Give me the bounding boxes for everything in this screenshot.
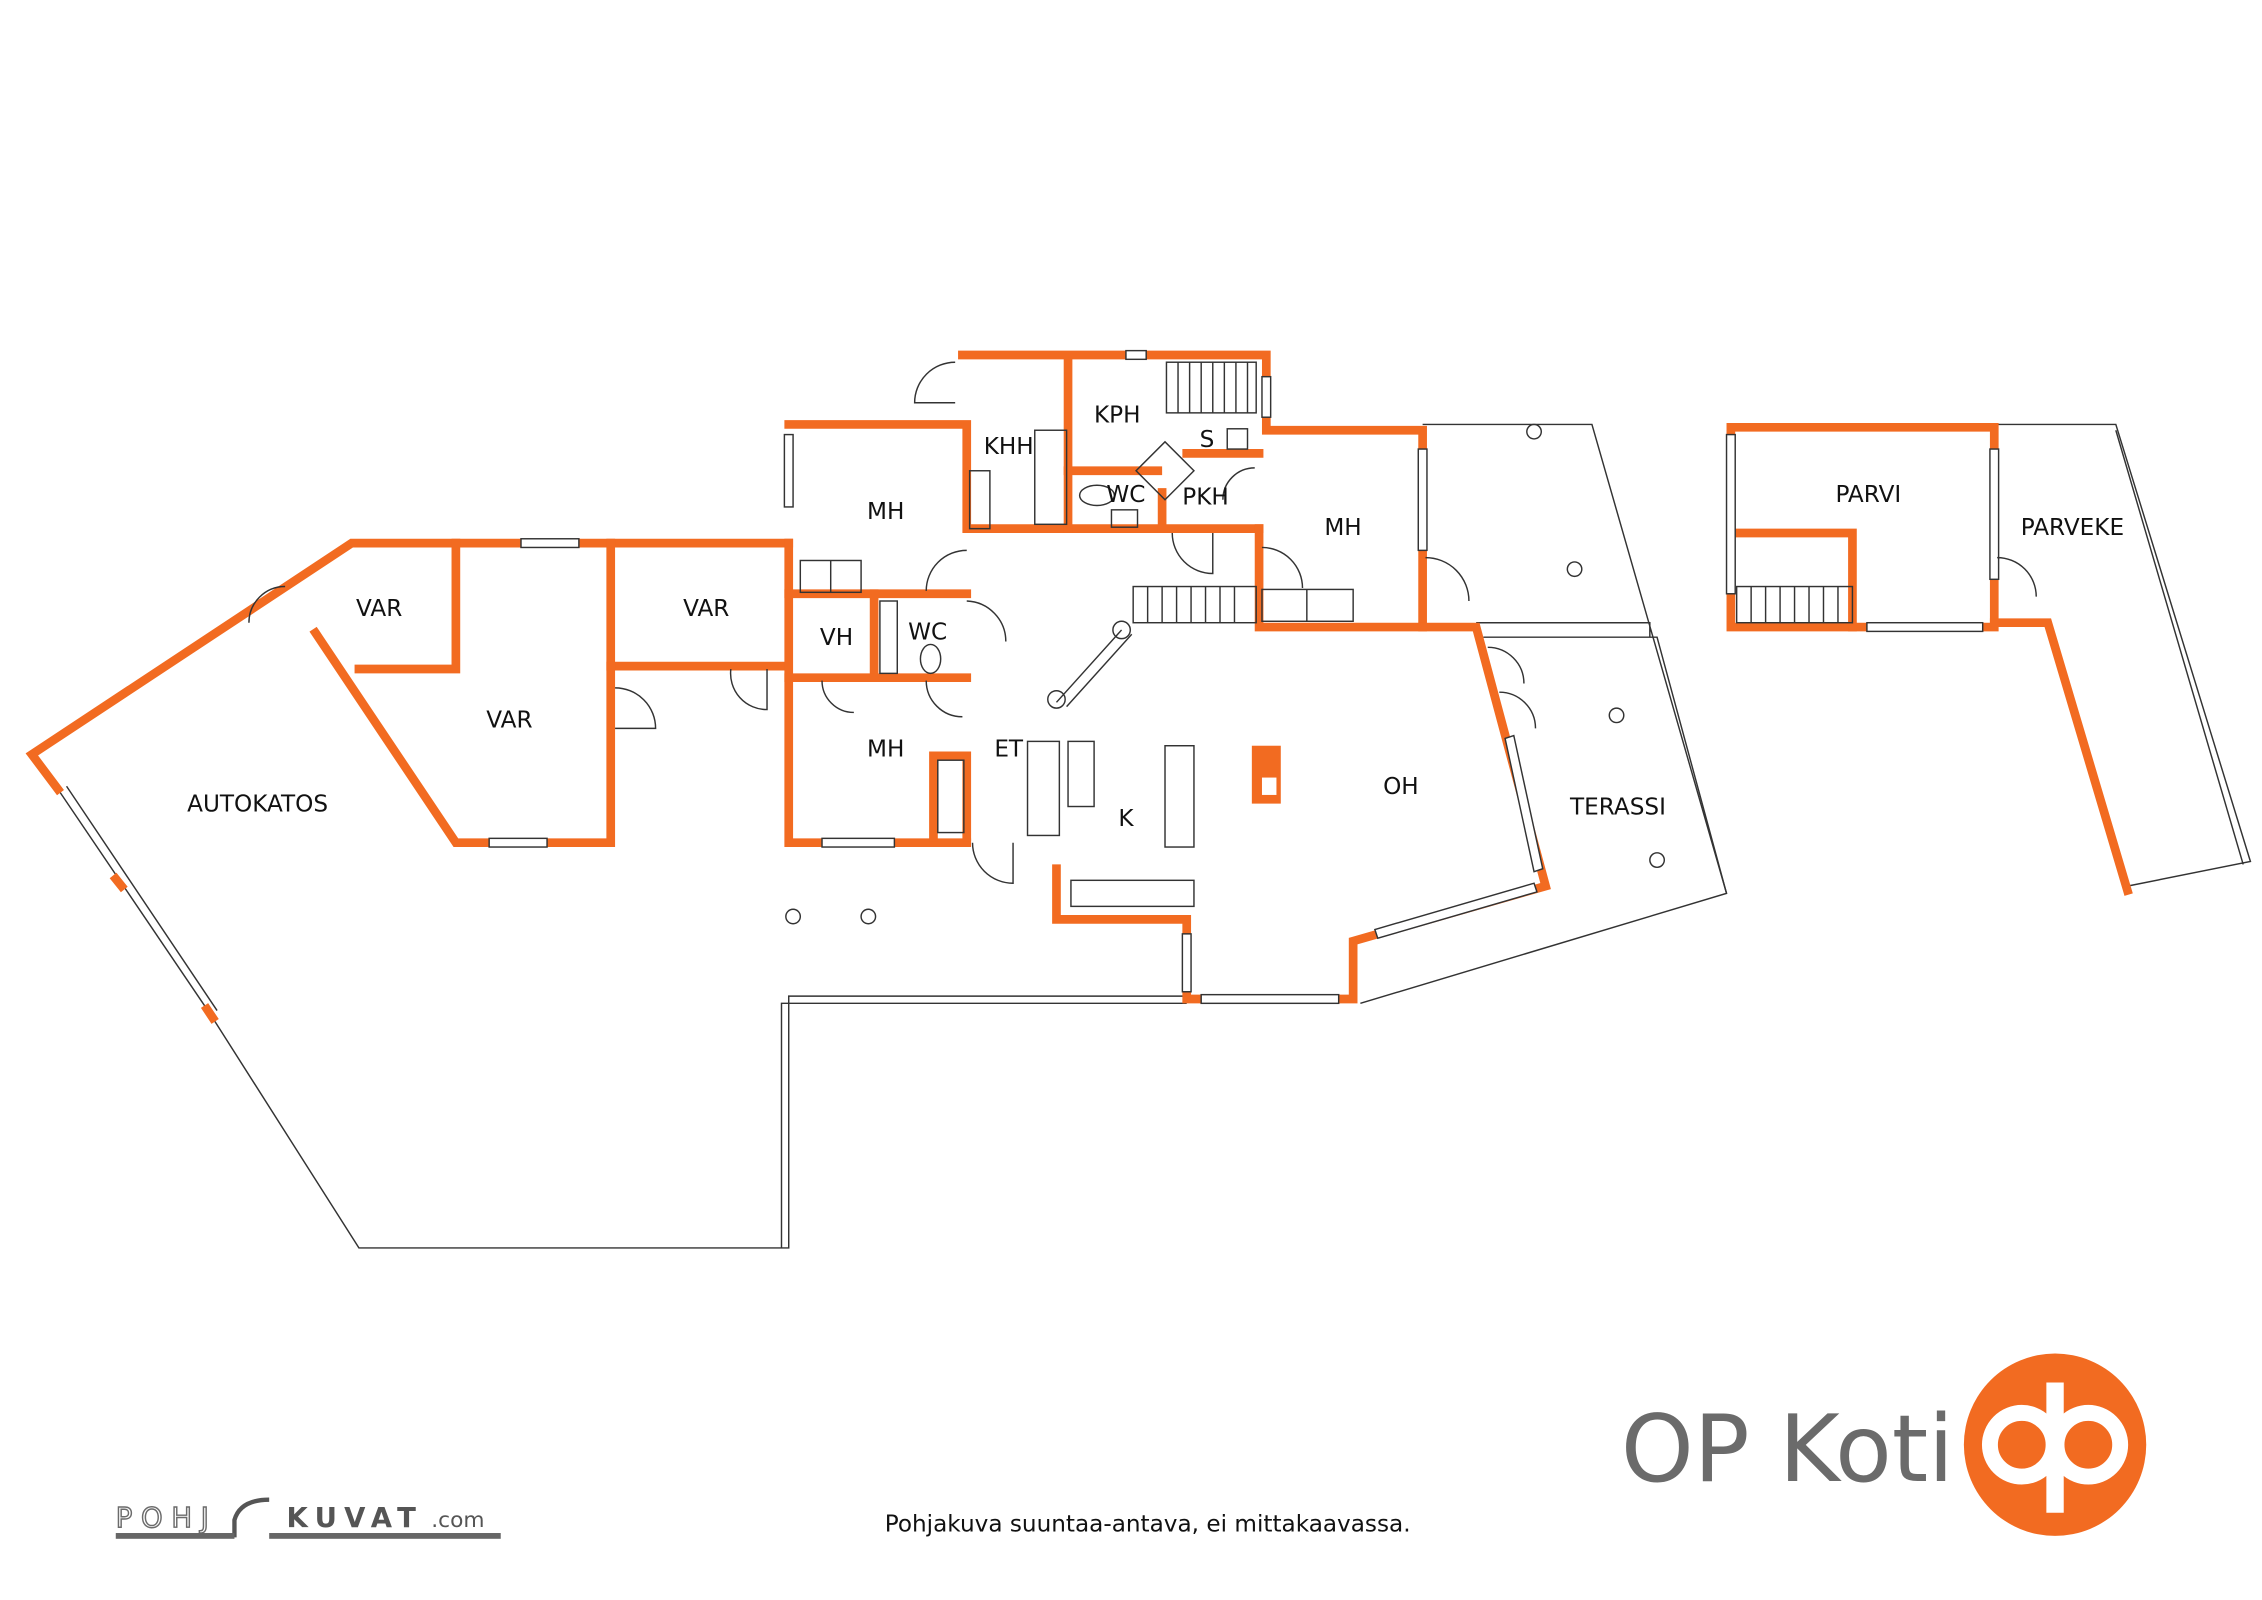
room-label-sauna: S: [1200, 427, 1215, 453]
room-label-mh-3: MH: [867, 737, 904, 763]
room-label-et: ET: [994, 737, 1024, 763]
room-label-wc-lower: WC: [908, 619, 947, 645]
room-label-kph: KPH: [1094, 402, 1141, 428]
stairs: [1047, 361, 1854, 709]
room-label-autokatos: AUTOKATOS: [187, 792, 328, 818]
room-label-vh: VH: [820, 625, 853, 651]
pohjakuvat-logo-part2: KUVAT: [287, 1502, 424, 1534]
doors: [248, 361, 2037, 884]
room-label-k: K: [1118, 806, 1134, 832]
room-label-parvi: PARVI: [1835, 482, 1901, 508]
pohjakuvat-logo: POHJ KUVAT .com: [115, 1497, 501, 1539]
pohjakuvat-logo-part3: .com: [431, 1508, 484, 1533]
room-label-wc-upper: WC: [1106, 482, 1145, 508]
room-label-terassi: TERASSI: [1569, 794, 1666, 820]
outline-lines: [57, 423, 2252, 1249]
room-label-khh: KHH: [984, 434, 1034, 460]
op-logo-icon: [1963, 1353, 2147, 1536]
brand-name: OP Koti: [1621, 1395, 1954, 1503]
pohjakuvat-logo-part1: POHJ: [116, 1502, 218, 1534]
windows: [488, 349, 2000, 1005]
room-label-mh-2: MH: [1324, 515, 1361, 541]
walls: [25, 350, 2133, 1024]
disclaimer-caption: Pohjakuva suuntaa-antava, ei mittakaavas…: [885, 1512, 1411, 1538]
op-koti-brand: OP Koti: [1621, 1353, 2147, 1536]
room-labels: KHH KPH S WC PKH MH MH MH VAR VAR VAR VH…: [187, 402, 2124, 832]
room-label-mh-1: MH: [867, 499, 904, 525]
room-label-oh: OH: [1383, 774, 1419, 800]
room-label-parveke: PARVEKE: [2021, 515, 2124, 541]
room-label-var-1: VAR: [356, 596, 402, 622]
fixtures: [799, 428, 1354, 908]
room-label-var-2: VAR: [683, 596, 729, 622]
room-label-pkh: PKH: [1182, 485, 1229, 511]
room-label-var-3: VAR: [486, 708, 532, 734]
